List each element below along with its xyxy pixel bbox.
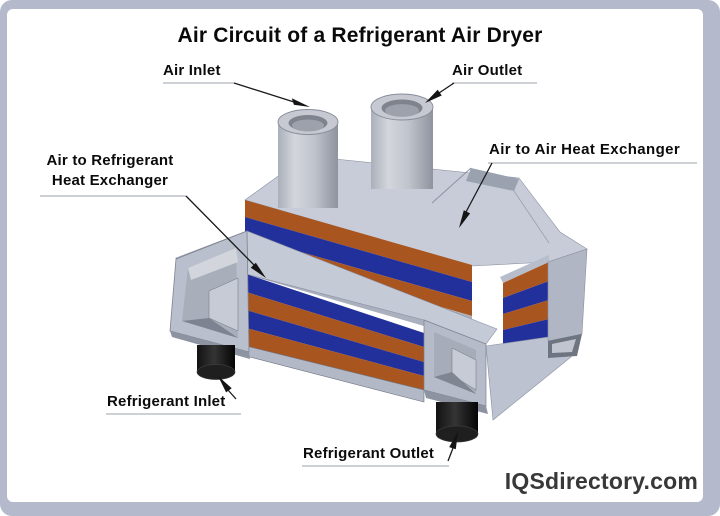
refrigerant-inlet-port: [196, 345, 236, 380]
heat-exchanger-core-cross-section: [485, 248, 588, 421]
air-to-refrigerant-label-line1: Air to Refrigerant: [46, 152, 174, 169]
air-to-refrigerant-leader: [185, 195, 255, 266]
hot-layer-stripe: [503, 262, 549, 298]
cold-layer-stripe: [246, 310, 424, 376]
hot-layer-stripe: [246, 292, 424, 362]
cold-layer-stripe: [503, 281, 549, 314]
refrigerant-inlet-arrowhead: [218, 376, 232, 393]
air-outlet-pipe: [370, 93, 434, 189]
cold-layer-stripe: [246, 274, 424, 347]
refrigerant-outlet-leader: [447, 447, 454, 462]
air-to-refrigerant-heat-exchanger-block: [169, 230, 498, 414]
right-end-duct-interior: [451, 347, 477, 391]
hot-layer-stripe: [503, 300, 549, 330]
air-to-refrigerant-label: Air to Refrigerant Heat Exchanger: [30, 151, 190, 191]
diagram-title: Air Circuit of a Refrigerant Air Dryer: [177, 24, 543, 47]
extension-underside-opening: [552, 339, 576, 353]
label-underlines: [40, 82, 697, 467]
air-inlet-pipe: [277, 109, 339, 208]
refrigerant-inlet-bottom: [196, 364, 236, 380]
upper-block-fold-line: [513, 190, 550, 244]
refrigerant-inlet-label: Refrigerant Inlet: [107, 393, 226, 410]
arrowheads: [218, 89, 471, 450]
left-end-duct-interior: [208, 277, 239, 332]
core-lid-sliver: [500, 255, 549, 283]
air-to-air-arrowhead: [459, 210, 471, 228]
right-end-duct-floor: [434, 372, 476, 394]
extension-front-face: [547, 248, 588, 342]
air-outlet-label: Air Outlet: [452, 62, 523, 79]
air-to-refrigerant-label-line2: Heat Exchanger: [51, 172, 169, 189]
air-to-refrigerant-arrowhead: [250, 262, 266, 278]
hot-layer-stripe: [245, 200, 472, 282]
left-end-duct-floor: [182, 318, 238, 338]
upper-block-notch-wall: [466, 168, 519, 191]
hot-layer-stripe: [246, 328, 424, 390]
air-outlet-arrowhead: [425, 89, 442, 103]
watermark: IQSdirectory.com: [504, 468, 698, 494]
refrigerant-inlet-leader: [227, 389, 237, 400]
refrigerant-outlet-label: Refrigerant Outlet: [303, 445, 435, 462]
air-inlet-arrowhead: [291, 98, 310, 107]
outlet-pipe-body: [371, 107, 433, 189]
left-end-duct-ceiling: [188, 248, 238, 280]
air-to-air-leader: [465, 162, 493, 213]
inlet-pipe-body: [278, 122, 338, 208]
air-inlet-label: Air Inlet: [163, 62, 221, 79]
air-inlet-leader: [233, 82, 295, 103]
air-outlet-leader: [438, 82, 455, 94]
upper-block-notch-ridge: [431, 167, 472, 204]
leader-lines: [185, 82, 493, 462]
cold-layer-stripe: [245, 217, 472, 301]
air-to-air-label: Air to Air Heat Exchanger: [489, 141, 681, 158]
inlet-pipe-bore-light: [292, 119, 324, 132]
outlet-pipe-bore-light: [385, 104, 419, 117]
refrigerant-outlet-arrowhead: [449, 431, 458, 450]
